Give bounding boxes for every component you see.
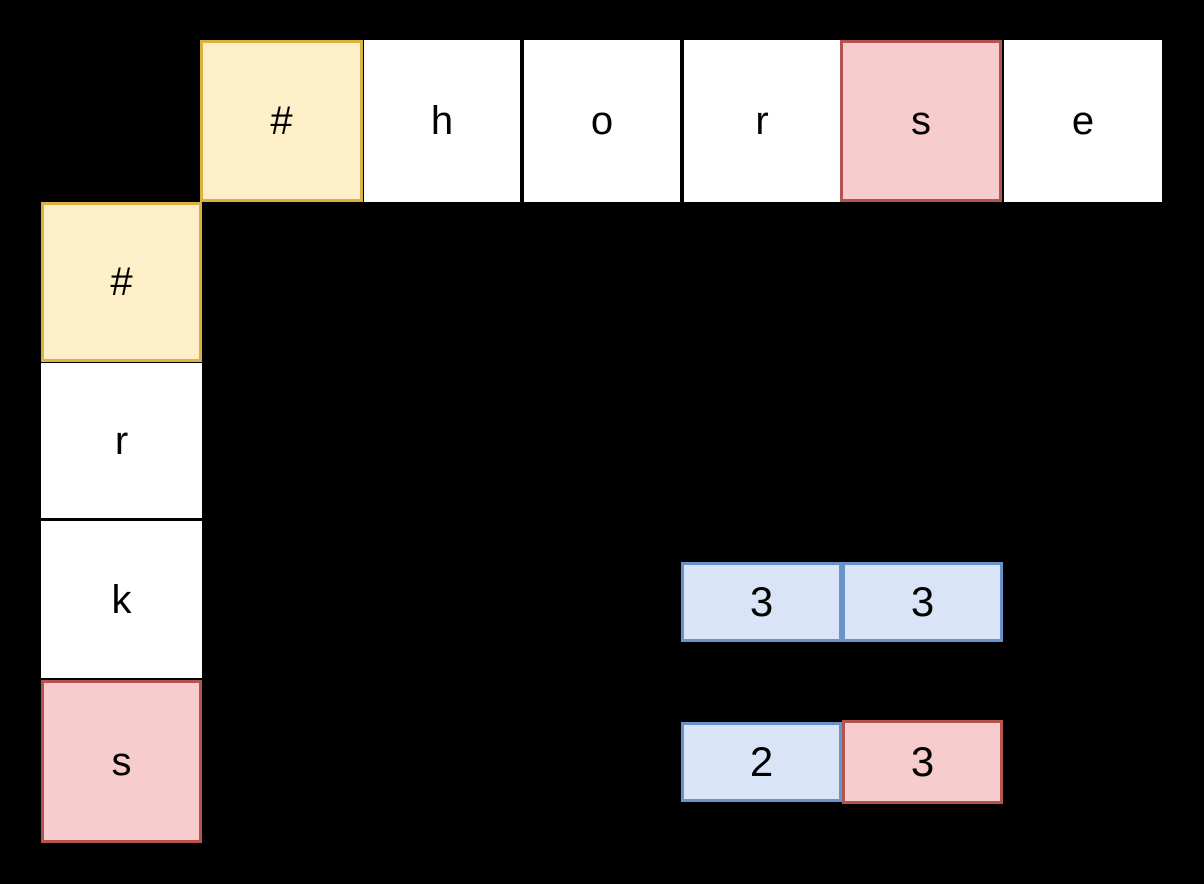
row-header-cell-2[interactable]: k bbox=[41, 521, 202, 678]
value-cell-r0-c0[interactable]: 3 bbox=[681, 562, 842, 642]
value-cell-r1-c0[interactable]: 2 bbox=[681, 722, 842, 802]
column-header-cell-0[interactable]: # bbox=[200, 40, 363, 202]
column-header-cell-1[interactable]: h bbox=[364, 40, 520, 202]
column-header-cell-5[interactable]: e bbox=[1004, 40, 1162, 202]
row-header-cell-3[interactable]: s bbox=[41, 680, 202, 843]
column-header-cell-3[interactable]: r bbox=[684, 40, 840, 202]
row-header-cell-0[interactable]: # bbox=[41, 202, 202, 362]
row-header-cell-1[interactable]: r bbox=[41, 363, 202, 518]
value-cell-r0-c1[interactable]: 3 bbox=[842, 562, 1003, 642]
value-cell-r1-c1[interactable]: 3 bbox=[842, 720, 1003, 804]
column-header-cell-4[interactable]: s bbox=[840, 40, 1002, 202]
column-header-cell-2[interactable]: o bbox=[524, 40, 680, 202]
